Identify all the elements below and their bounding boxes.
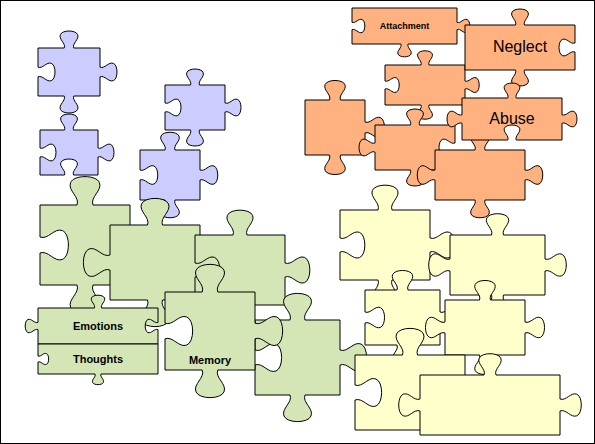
- piece-shape: [25, 295, 158, 344]
- piece-shape: [165, 264, 283, 397]
- piece-label: Attachment: [380, 21, 430, 31]
- piece-label: Abuse: [489, 110, 534, 128]
- piece-label: Thoughts: [73, 353, 123, 366]
- puzzle-piece: Emotions: [38, 308, 158, 344]
- puzzle-piece: [305, 80, 385, 174]
- piece-shape: [38, 344, 158, 385]
- puzzle-piece: [38, 31, 117, 113]
- piece-shape: [465, 9, 575, 86]
- puzzle-piece: [417, 132, 543, 218]
- puzzle-piece: Memory: [165, 292, 255, 370]
- puzzle-piece: [399, 354, 582, 435]
- puzzle-piece: Neglect: [465, 25, 575, 70]
- piece-label: Neglect: [493, 38, 547, 56]
- puzzle-piece: [255, 293, 367, 421]
- puzzle-piece: Attachment: [352, 8, 457, 44]
- piece-label: Memory: [189, 354, 231, 367]
- puzzle-piece: Abuse: [462, 98, 562, 140]
- puzzle-piece: [40, 114, 114, 175]
- piece-shape: [447, 83, 577, 140]
- puzzle-piece: Thoughts: [38, 344, 158, 374]
- piece-label: Emotions: [73, 320, 123, 333]
- piece-shape: [352, 8, 470, 57]
